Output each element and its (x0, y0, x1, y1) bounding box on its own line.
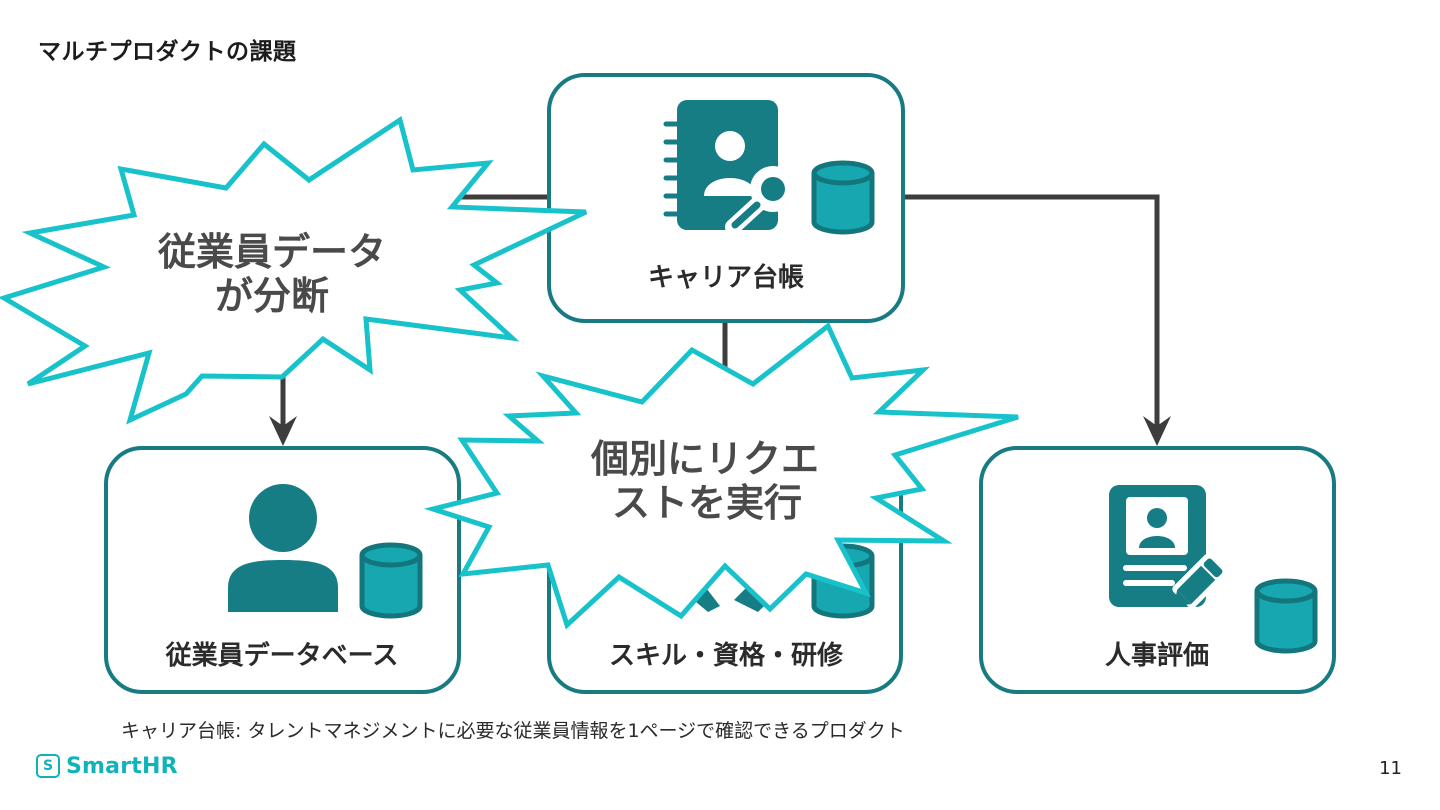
connector-career-to-evaluation (903, 194, 1160, 430)
footnote: キャリア台帳: タレントマネジメントに必要な従業員情報を1ページで確認できるプロ… (121, 720, 905, 742)
callout-requests-line-1: 個別にリクエ (590, 437, 819, 481)
skills-label: スキル・資格・研修 (609, 640, 844, 671)
burst-shape (423, 322, 1019, 630)
callout-fragmented-line-1: 従業員データ (157, 230, 386, 274)
callout-fragmented-line-2: が分断 (215, 274, 329, 318)
arrowhead-employee-db (269, 416, 297, 446)
database-icon (359, 542, 423, 619)
arrowhead-evaluation (1143, 416, 1171, 446)
callout-requests-line-2: ストを実行 (612, 481, 802, 525)
database-icon (811, 160, 875, 235)
node-employee-db: 従業員データベース (104, 446, 461, 694)
page-title: マルチプロダクトの課題 (38, 39, 297, 65)
node-career: キャリア台帳 (547, 73, 905, 323)
callout-fragmented-data: 従業員データ が分断 (0, 115, 588, 425)
contact-book-search-icon (663, 100, 796, 235)
database-icon (1254, 578, 1318, 654)
evaluation-label: 人事評価 (1105, 640, 1209, 671)
node-evaluation: 人事評価 (979, 446, 1336, 694)
page-number: 11 (1379, 758, 1402, 779)
employee-db-label: 従業員データベース (165, 640, 399, 671)
smarthr-logo-icon: S (36, 754, 60, 778)
career-label: キャリア台帳 (648, 262, 804, 293)
profile-document-edit-icon (1109, 485, 1227, 609)
brand-logo: S SmartHR (36, 752, 178, 780)
brand-name: SmartHR (66, 753, 178, 779)
person-icon (228, 484, 338, 612)
burst-shape (0, 115, 588, 425)
callout-individual-requests: 個別にリクエ ストを実行 (423, 322, 1019, 630)
